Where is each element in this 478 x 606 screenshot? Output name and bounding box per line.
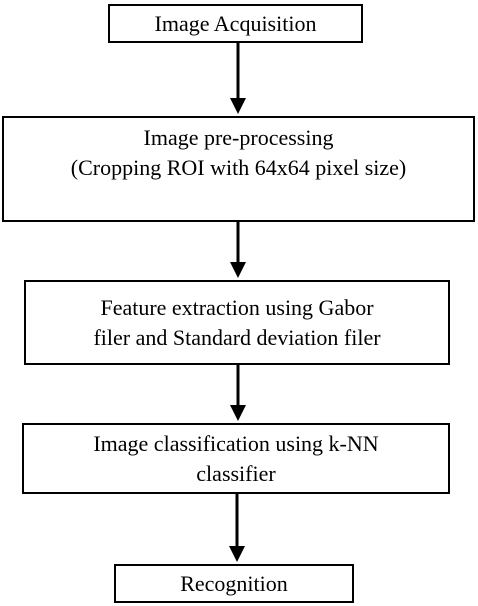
arrow-1 xyxy=(230,43,246,114)
step-image-preprocessing: Image pre-processing (Cropping ROI with … xyxy=(2,116,475,222)
step-1-text: Image Acquisition xyxy=(154,10,317,36)
arrow-3 xyxy=(230,365,246,421)
step-4-line-1: Image classification using k-NN xyxy=(93,430,379,456)
step-3-line-2: filer and Standard deviation filer xyxy=(93,324,381,350)
arrow-2 xyxy=(230,222,246,278)
step-4-line-2: classifier xyxy=(196,460,276,486)
step-5-text: Recognition xyxy=(180,570,288,596)
arrow-4 xyxy=(229,494,245,562)
step-2-title: Image pre-processing xyxy=(143,125,334,150)
step-image-classification: Image classification using k-NN classifi… xyxy=(22,423,450,494)
step-feature-extraction: Feature extraction using Gabor filer and… xyxy=(24,280,450,365)
step-recognition: Recognition xyxy=(114,564,354,603)
step-2-detail: (Cropping ROI with 64x64 pixel size) xyxy=(70,155,407,180)
step-3-line-1: Feature extraction using Gabor xyxy=(100,294,374,320)
step-image-acquisition: Image Acquisition xyxy=(108,4,363,43)
